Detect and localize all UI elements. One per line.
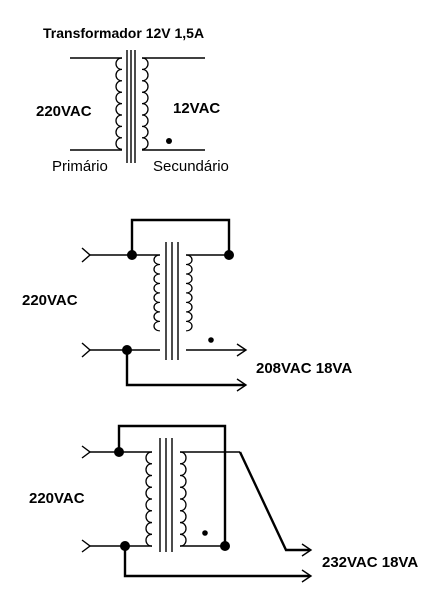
diagram-2-buck-connection: 220VAC 208VAC 18VA — [22, 218, 352, 392]
secondary-coil — [179, 451, 187, 547]
input-arrow-top — [81, 445, 92, 459]
junction-dot — [220, 541, 230, 551]
transformer-core — [165, 242, 179, 360]
input-arrow-top — [81, 247, 92, 263]
output-voltage-label: 208VAC 18VA — [256, 360, 352, 377]
polarity-dot — [202, 530, 208, 536]
transformer-core — [126, 50, 136, 163]
secondary-coil — [185, 254, 193, 332]
secondary-voltage-label: 12VAC — [173, 100, 220, 117]
input-voltage-label: 220VAC — [29, 490, 85, 507]
polarity-dot — [208, 337, 214, 343]
bridge-wire — [130, 218, 231, 255]
output-arrow-top — [301, 543, 313, 557]
secondary-label: Secundário — [153, 158, 229, 175]
output-lead-bottom — [123, 546, 310, 578]
diagram-1-transformer: Transformador 12V 1,5A 220VAC 12VAC Prim… — [36, 25, 229, 175]
primary-coil — [153, 254, 161, 332]
polarity-dot — [166, 138, 172, 144]
primary-voltage-label: 220VAC — [36, 103, 92, 120]
primary-coil — [115, 57, 123, 150]
junction-dot — [127, 250, 137, 260]
output-arrow-bottom — [236, 378, 248, 392]
input-arrow-bottom — [81, 539, 92, 553]
bridge-wire — [117, 424, 227, 546]
primary-label: Primário — [52, 158, 108, 175]
input-voltage-label: 220VAC — [22, 292, 78, 309]
input-arrow-bottom — [81, 342, 92, 358]
secondary-coil — [141, 57, 149, 150]
primary-coil — [145, 451, 153, 547]
diagram-3-boost-connection: 220VAC 232VAC 18VA — [29, 424, 418, 583]
output-lead-bottom — [125, 350, 245, 387]
output-arrow-top — [236, 343, 248, 357]
junction-dot — [224, 250, 234, 260]
output-lead-top — [238, 451, 310, 552]
transformer-core — [159, 438, 173, 552]
output-voltage-label: 232VAC 18VA — [322, 554, 418, 571]
junction-dot — [114, 447, 124, 457]
diagram-1-title: Transformador 12V 1,5A — [43, 25, 204, 41]
output-arrow-bottom — [301, 569, 313, 583]
